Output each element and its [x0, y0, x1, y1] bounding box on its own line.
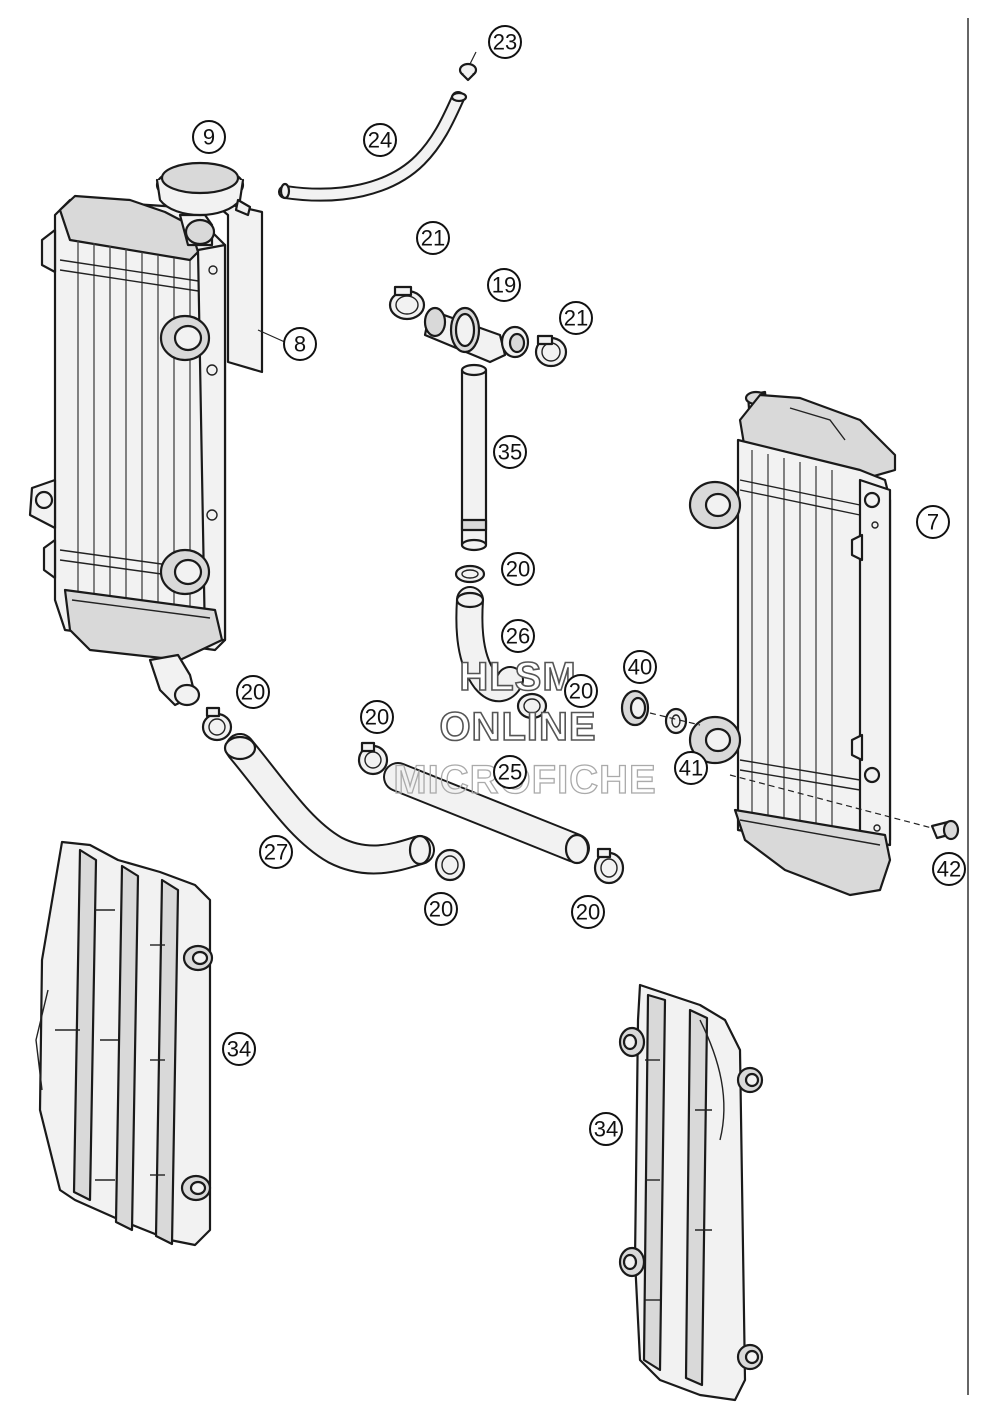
- thermostat-housing: [423, 306, 530, 364]
- callout-35: 35: [493, 435, 527, 469]
- callout-20-center-label: 20: [365, 705, 389, 730]
- callout-21-right-label: 21: [564, 306, 588, 331]
- callout-27: 27: [259, 835, 293, 869]
- hose-clamp-20-center: [357, 741, 389, 776]
- grommet: [620, 689, 650, 727]
- leader-lines: [257, 51, 477, 344]
- callout-26-label: 26: [506, 624, 530, 649]
- radiator-guard-left: [35, 840, 214, 1247]
- radiator-left: [28, 194, 264, 707]
- coolant-tube: [460, 363, 488, 552]
- callout-40: 40: [623, 650, 657, 684]
- watermark-line-1: HLSM: [459, 655, 576, 699]
- callout-34-left: 34: [222, 1032, 256, 1066]
- callout-42-label: 42: [937, 857, 961, 882]
- washer: [664, 707, 688, 735]
- callout-20-center: 20: [360, 700, 394, 734]
- radiator-cap: [155, 161, 252, 217]
- hose-clamp-20-middle: [516, 692, 548, 720]
- callout-24-label: 24: [368, 128, 392, 153]
- callout-41: 41: [674, 751, 708, 785]
- callout-20-top-label: 20: [506, 557, 530, 582]
- callout-35-label: 35: [498, 440, 522, 465]
- callout-34-left-label: 34: [227, 1037, 251, 1062]
- callout-21-left-label: 21: [421, 226, 445, 251]
- hose-clamp-20-bottom-left: [434, 848, 466, 882]
- watermark-line-2: ONLINE: [439, 705, 596, 749]
- callout-20-left-label: 20: [241, 680, 265, 705]
- callout-27-label: 27: [264, 840, 288, 865]
- callout-20-middle-label: 20: [569, 679, 593, 704]
- callout-20-bottom-right-label: 20: [576, 900, 600, 925]
- callout-20-left: 20: [236, 675, 270, 709]
- callout-40-label: 40: [628, 655, 652, 680]
- callout-20-bottom-left-label: 20: [429, 897, 453, 922]
- callout-20-top: 20: [501, 552, 535, 586]
- hose-clip: [458, 62, 478, 82]
- callout-19: 19: [487, 268, 521, 302]
- hose-26: [455, 586, 524, 703]
- callout-34-right-label: 34: [594, 1117, 618, 1142]
- callout-25: 25: [493, 755, 527, 789]
- callout-19-label: 19: [492, 273, 516, 298]
- hose-27: [223, 733, 435, 875]
- hose-clamp-21-right: [534, 334, 568, 368]
- overflow-hose: [278, 91, 468, 202]
- callout-41-label: 41: [679, 756, 703, 781]
- hose-clamp-20-bottom-right: [593, 847, 625, 885]
- callout-23: 23: [488, 25, 522, 59]
- callout-20-middle: 20: [564, 674, 598, 708]
- callout-7: 7: [916, 505, 950, 539]
- callout-24: 24: [363, 123, 397, 157]
- callout-8-label: 8: [294, 332, 306, 357]
- callout-20-bottom-left: 20: [424, 892, 458, 926]
- callout-26: 26: [501, 619, 535, 653]
- hose-25: [383, 762, 590, 865]
- callout-7-label: 7: [927, 510, 939, 535]
- watermark: HLSM ONLINE MICROFICHE: [393, 654, 657, 802]
- callout-8: 8: [283, 327, 317, 361]
- callout-20-bottom-right: 20: [571, 895, 605, 929]
- callout-21-left: 21: [416, 221, 450, 255]
- callout-21-right: 21: [559, 301, 593, 335]
- callout-23-label: 23: [493, 30, 517, 55]
- callout-9: 9: [192, 120, 226, 154]
- hose-clamp-20-top: [454, 564, 486, 584]
- callout-25-label: 25: [498, 760, 522, 785]
- callout-9-label: 9: [203, 125, 215, 150]
- screw: [930, 819, 960, 841]
- hose-clamp-21-left: [388, 285, 426, 321]
- radiator-right: [688, 390, 897, 897]
- radiator-guard-right: [618, 983, 764, 1402]
- callout-42: 42: [932, 852, 966, 886]
- callout-34-right: 34: [589, 1112, 623, 1146]
- hose-clamp-20-left: [201, 706, 233, 742]
